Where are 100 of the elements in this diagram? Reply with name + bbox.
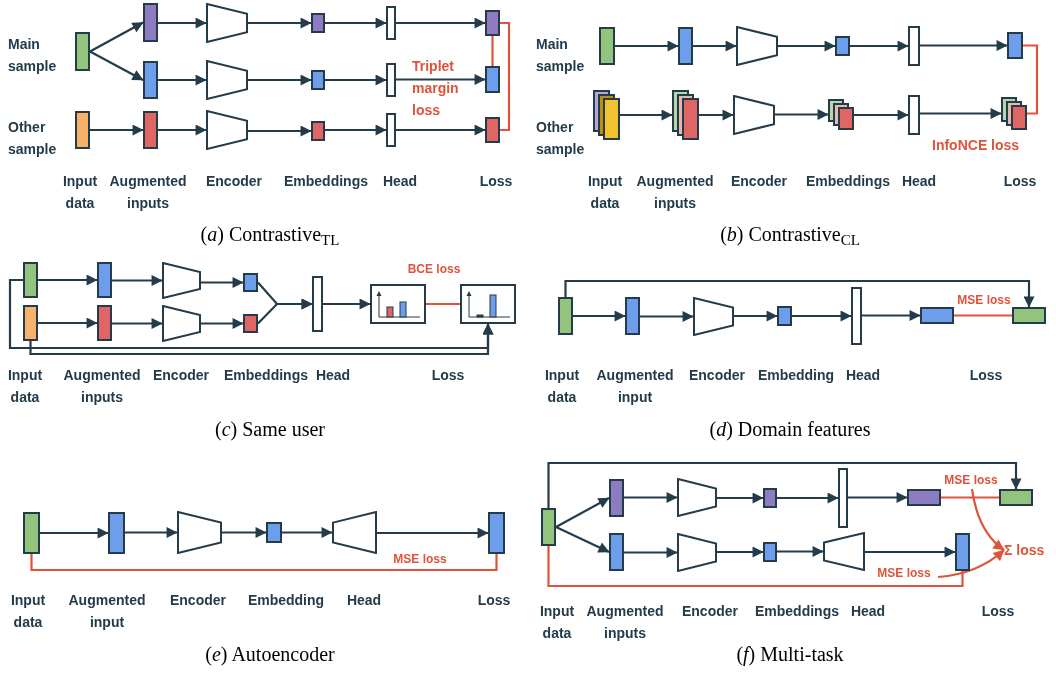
column-label: Loss — [968, 366, 1004, 385]
arrow — [89, 50, 144, 81]
encoder-trapezoid — [677, 478, 717, 517]
arrow — [564, 279, 1035, 308]
arrow — [325, 124, 387, 136]
head-block — [312, 276, 323, 332]
tensor-block — [1007, 32, 1023, 59]
arrow — [201, 318, 244, 329]
arrow — [38, 317, 98, 329]
arrow — [158, 74, 207, 86]
tensor-block — [97, 305, 112, 341]
column-label: Encoder — [688, 366, 746, 385]
loss-label: Triplet margin loss — [412, 57, 460, 120]
arrow — [396, 17, 486, 29]
arrow — [555, 497, 610, 528]
encoder-trapezoid — [162, 262, 201, 299]
arrow — [248, 74, 312, 86]
tensor-block — [609, 479, 624, 517]
subfigure-caption: (d) Domain features — [708, 417, 872, 441]
arrow — [615, 40, 679, 52]
head-block — [838, 468, 848, 528]
tensor-block — [920, 307, 954, 324]
arrow — [201, 277, 244, 288]
column-label: Encoder — [152, 366, 210, 385]
encoder-trapezoid — [693, 297, 734, 336]
tensor-block — [243, 273, 258, 292]
arrow — [396, 74, 486, 85]
head-block — [908, 26, 920, 66]
arrow — [920, 40, 1008, 51]
column-label: Embedding — [756, 366, 836, 385]
arrow — [717, 492, 764, 504]
column-label: Head — [849, 602, 887, 621]
tensor-block — [311, 121, 325, 141]
arrow — [29, 323, 494, 356]
column-label: Augmented inputs — [108, 172, 188, 213]
arrow — [38, 274, 98, 286]
arrow — [717, 546, 764, 558]
tensor-block — [266, 522, 282, 543]
row-label: Main sample — [8, 35, 58, 76]
head-block — [908, 95, 920, 135]
tensor-block — [625, 297, 640, 335]
arrow — [547, 461, 1022, 508]
row-label: Main sample — [536, 35, 586, 76]
column-label: Loss — [478, 172, 514, 191]
column-label: Input data — [586, 172, 624, 213]
arrow — [90, 124, 144, 136]
encoder-trapezoid — [162, 305, 201, 342]
arrow — [848, 492, 908, 503]
column-label: Loss — [476, 591, 512, 610]
loss-sum-label: Σ loss — [1004, 541, 1056, 559]
column-label: Embeddings — [805, 172, 891, 191]
column-label: Augmented input — [67, 591, 147, 632]
decoder-trapezoid — [332, 511, 377, 554]
column-label: Encoder — [205, 172, 263, 191]
tensor-block — [108, 512, 125, 554]
column-label: Input data — [61, 172, 99, 213]
stacked-blocks — [672, 90, 699, 140]
tensor-block — [999, 489, 1033, 506]
stacked-blocks — [1001, 97, 1027, 130]
head-block — [851, 287, 862, 345]
edge-label: MSE loss — [955, 293, 1013, 307]
tensor-block — [143, 61, 158, 99]
tensor-block — [143, 111, 158, 149]
tensor-block — [97, 262, 112, 298]
connector-line — [491, 36, 494, 66]
column-label: Input data — [538, 602, 576, 643]
arrow — [325, 74, 387, 86]
tensor-block — [243, 314, 258, 333]
tensor-block — [907, 489, 941, 506]
subfigure-caption: (c) Same user — [214, 417, 326, 441]
arrow — [775, 109, 829, 120]
column-label: Embeddings — [283, 172, 369, 191]
column-label: Embedding — [246, 591, 326, 610]
subfigure-caption: (e) Autoencoder — [204, 642, 336, 666]
column-label: Input data — [9, 591, 47, 632]
tensor-block — [23, 512, 40, 554]
bar-chart-drawing — [460, 284, 516, 324]
encoder-trapezoid — [206, 3, 248, 43]
arrow — [734, 310, 778, 322]
arrow — [640, 311, 694, 322]
connector-line — [500, 21, 511, 132]
column-label: Head — [345, 591, 383, 610]
column-label: Augmented inputs — [585, 602, 665, 643]
arrow — [624, 492, 678, 503]
column-label: Encoder — [730, 172, 788, 191]
tensor-block — [23, 262, 38, 298]
arrow — [920, 108, 1002, 119]
tensor-block — [835, 36, 850, 56]
tensor-block — [777, 306, 792, 326]
bar-chart-drawing — [370, 284, 426, 324]
encoder-trapezoid — [736, 26, 778, 66]
column-label: Augmented input — [595, 366, 675, 407]
encoder-trapezoid — [206, 60, 248, 100]
subfigure-caption: (a) Contrastive$_{TL}$ — [199, 222, 341, 246]
arrow — [158, 124, 207, 136]
column-label: Encoder — [681, 602, 739, 621]
column-label: Embeddings — [223, 366, 309, 385]
arrow — [222, 527, 267, 538]
column-label: Input data — [6, 366, 44, 407]
arrow — [865, 546, 956, 558]
